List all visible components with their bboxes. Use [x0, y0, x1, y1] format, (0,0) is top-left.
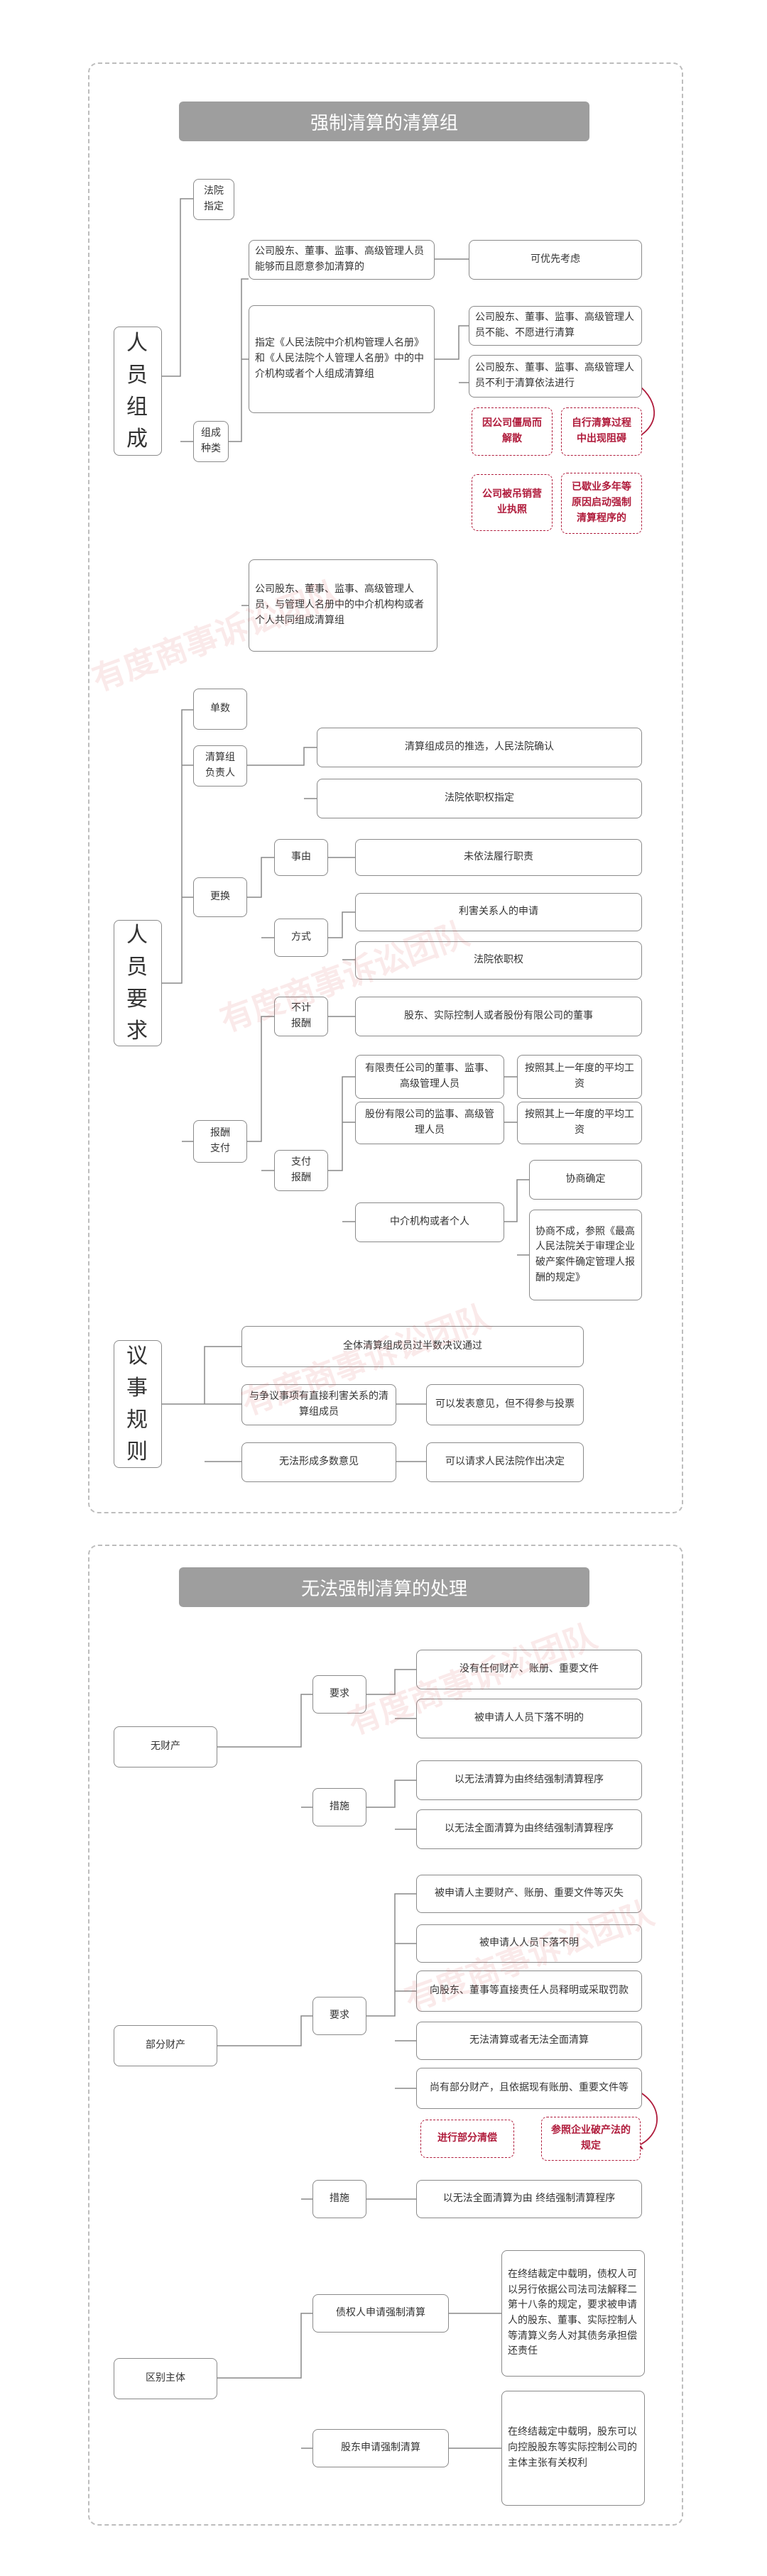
creditor-node: 债权人申请强制清算 [312, 2294, 449, 2333]
partial-req-item2: 被申请人人员下落不明 [416, 1924, 642, 1963]
replace-node: 更换 [193, 877, 247, 917]
paid-who-llc: 有限责任公司的董事、监事、高级管理人员 [355, 1055, 504, 1099]
section2-panel [88, 1545, 683, 2526]
no-assets-req-item2: 被申请人人员下落不明的 [416, 1699, 642, 1738]
reason-closed-years: 已歇业多年等原因启动强制清算程序的 [561, 473, 642, 534]
agency-negotiate: 协商确定 [529, 1160, 642, 1200]
no-assets-measure-item2: 以无法全面清算为由终结强制清算程序 [416, 1809, 642, 1849]
personnel-composition-node: 人 员 组 成 [114, 327, 162, 456]
subjects-node: 区别主体 [114, 2358, 217, 2399]
section1-panel [88, 62, 683, 1513]
reason-deadlock: 因公司僵局而解散 [472, 407, 553, 456]
agency-node: 中介机构或者个人 [355, 1202, 504, 1242]
outcome-bankruptcy-law: 参照企业破产法的规定 [541, 2117, 641, 2161]
shareholder-desc: 在终结裁定中载明，股东可以向控股股东等实际控制公司的主体主张有关权利 [501, 2391, 645, 2506]
no-assets-req-node: 要求 [312, 1675, 366, 1714]
method-label-node: 方式 [274, 919, 328, 957]
paid-who-corp: 股份有限公司的监事、高级管理人员 [355, 1102, 504, 1144]
reason-label-node: 事由 [274, 839, 328, 876]
leader-item-court: 法院依职权指定 [317, 779, 642, 818]
partial-req-item1: 被申请人主要财产、账册、重要文件等灭失 [416, 1875, 642, 1913]
reason-license-revoked: 公司被吊销营业执照 [472, 474, 553, 531]
agency-reference: 协商不成，参照《最高人民法院关于审理企业破产案件确定管理人报酬的规定》 [529, 1210, 642, 1300]
composition-item2: 指定《人民法院中介机构管理人名册》和《人民法院个人管理人名册》中的中介机构或者个… [249, 305, 435, 413]
reason-obstacle: 自行清算过程中出现阻碍 [561, 407, 642, 456]
partial-assets-node: 部分财产 [114, 2025, 217, 2066]
section1-title: 强制清算的清算组 [179, 102, 589, 141]
partial-req-item4: 无法清算或者无法全面清算 [416, 2022, 642, 2060]
rule-no-majority-right: 可以请求人民法院作出决定 [426, 1442, 584, 1482]
rule-no-majority: 无法形成多数意见 [241, 1442, 396, 1482]
rule-majority: 全体清算组成员过半数决议通过 [241, 1326, 584, 1367]
partial-req-item5: 尚有部分财产，且依据现有账册、重要文件等 [416, 2068, 642, 2109]
no-pay-value-node: 股东、实际控制人或者股份有限公司的董事 [355, 997, 642, 1036]
leader-node: 清算组 负责人 [193, 745, 247, 786]
composition-item2-cond1: 公司股东、董事、监事、高级管理人员不能、不愿进行清算 [469, 306, 642, 346]
single-number-node: 单数 [193, 689, 247, 730]
reason-value-node: 未依法履行职责 [355, 839, 642, 876]
rule-interested: 与争议事项有直接利害关系的清算组成员 [241, 1384, 396, 1425]
paid-how-corp: 按照其上一年度的平均工资 [517, 1102, 642, 1144]
outcome-partial-repay: 进行部分清偿 [420, 2120, 514, 2158]
pay-node: 报酬 支付 [193, 1120, 247, 1163]
partial-measure-node: 措施 [312, 2180, 366, 2218]
no-assets-req-item1: 没有任何财产、账册、重要文件 [416, 1650, 642, 1689]
partial-req-item3: 向股东、董事等直接责任人员释明或采取罚款 [416, 1971, 642, 2012]
composition-item2-cond2: 公司股东、董事、监事、高级管理人员不利于清算依法进行 [469, 355, 642, 398]
rule-interested-right: 可以发表意见，但不得参与投票 [426, 1384, 584, 1425]
court-designated-node: 法院 指定 [193, 179, 234, 220]
composition-item1-result: 可优先考虑 [469, 240, 642, 280]
no-assets-measure-node: 措施 [312, 1788, 366, 1826]
composition-type-node: 组成 种类 [193, 421, 229, 462]
shareholder-node: 股东申请强制清算 [312, 2429, 449, 2467]
section2-title: 无法强制清算的处理 [179, 1567, 589, 1607]
no-assets-node: 无财产 [114, 1726, 217, 1767]
personnel-requirements-node: 人 员 要 求 [114, 920, 162, 1046]
method-item-apply: 利害关系人的申请 [355, 893, 642, 931]
no-assets-measure-item1: 以无法清算为由终结强制清算程序 [416, 1760, 642, 1800]
creditor-desc: 在终结裁定中载明，债权人可以另行依据公司法司法解释二第十八条的规定，要求被申请人… [501, 2250, 645, 2377]
paid-node: 支付 报酬 [274, 1150, 328, 1191]
partial-measure-value: 以无法全面清算为由 终结强制清算程序 [416, 2180, 642, 2218]
composition-item3: 公司股东、董事、监事、高级管理人员，与管理人名册中的中介机构构或者个人共同组成清… [249, 559, 437, 652]
composition-item1: 公司股东、董事、监事、高级管理人员能够而且愿意参加清算的 [249, 240, 435, 280]
method-item-court: 法院依职权 [355, 941, 642, 980]
leader-item-elect: 清算组成员的推选，人民法院确认 [317, 728, 642, 767]
no-pay-node: 不计 报酬 [274, 997, 328, 1036]
partial-assets-req-node: 要求 [312, 1997, 366, 2035]
paid-how-llc: 按照其上一年度的平均工资 [517, 1055, 642, 1099]
rules-node: 议 事 规 则 [114, 1340, 162, 1468]
